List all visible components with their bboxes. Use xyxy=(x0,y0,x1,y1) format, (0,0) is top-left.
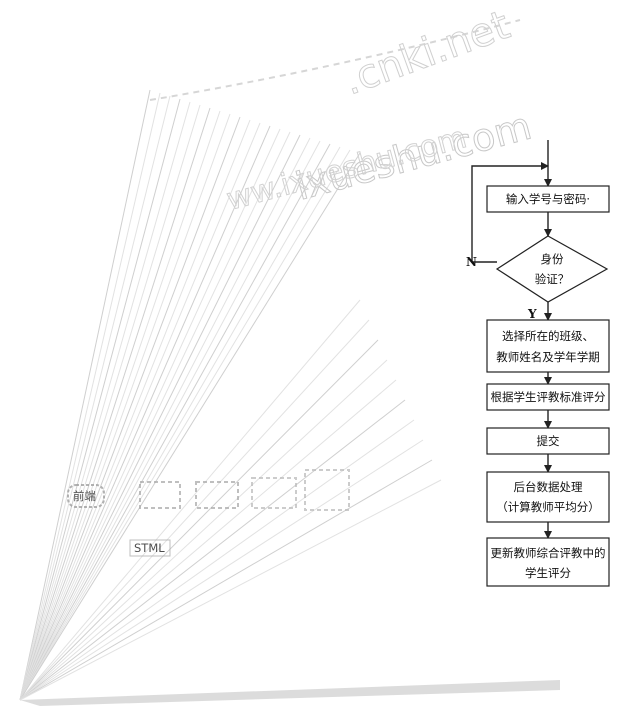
node-process-text-1: 后台数据处理 xyxy=(514,480,583,494)
node-update-text-1: 更新教师综合评教中的 xyxy=(491,546,606,560)
page-fan-line xyxy=(19,110,221,701)
page-fan-line xyxy=(19,122,261,701)
node-process: 后台数据处理 （计算教师平均分） xyxy=(486,471,610,523)
node-input: 输入学号与密码· xyxy=(486,185,610,213)
page-fan-line xyxy=(19,137,311,701)
ghost-box-2 xyxy=(139,481,181,509)
page-fan-line xyxy=(19,140,321,701)
page-fan-line xyxy=(19,439,424,701)
node-verify-text-1: 身份 xyxy=(541,252,564,266)
page-fan-line xyxy=(19,95,171,701)
page-fan-line xyxy=(19,113,231,701)
node-verify: 身份 验证？ xyxy=(495,235,609,303)
edge-no-loop xyxy=(471,162,549,263)
page-fan-line xyxy=(19,101,191,701)
page-fan-line xyxy=(19,125,271,701)
page-fan-line xyxy=(19,107,211,701)
page-fan-line xyxy=(19,134,301,701)
page-fan-line xyxy=(19,89,151,701)
node-verify-text-2: 验证？ xyxy=(535,272,570,286)
page-fan-line xyxy=(19,152,361,701)
node-select-text-2: 教师姓名及学年学期 xyxy=(496,350,600,364)
ghost-label-left: 前端 xyxy=(73,489,96,503)
page-fan-line xyxy=(19,92,161,701)
page-fan-line xyxy=(19,459,433,701)
node-score: 根据学生评教标准评分 xyxy=(486,383,610,411)
node-submit: 提交 xyxy=(486,427,610,455)
node-process-text-2: （计算教师平均分） xyxy=(496,500,600,514)
page-fan-line xyxy=(19,131,291,701)
page-fan-line xyxy=(19,299,361,701)
page-fan-line xyxy=(19,149,351,701)
page-fan-line xyxy=(19,116,241,701)
page-fan-line xyxy=(19,98,181,701)
node-submit-text: 提交 xyxy=(537,434,560,448)
node-select: 选择所在的班级、 教师姓名及学年学期 xyxy=(486,319,610,373)
page-stack-edge xyxy=(20,680,560,706)
node-score-text: 根据学生评教标准评分 xyxy=(491,390,606,404)
ghost-box-4 xyxy=(251,477,297,509)
page-fan-line xyxy=(19,104,201,701)
flowchart-nodes: 输入学号与密码· 身份 验证？ N Y 选择所在的班级、 教师姓名及学年学期 根… xyxy=(466,185,610,587)
page-fan-line xyxy=(19,119,251,701)
page-fan-line xyxy=(19,143,331,701)
page-fan-line xyxy=(19,399,406,701)
ghost-box-5 xyxy=(304,469,350,511)
node-update-text-2: 学生评分 xyxy=(525,566,571,580)
page-fan-line xyxy=(19,128,281,701)
watermark: ixueshu.com ww.ixueshu.com .cnki.net xyxy=(223,2,537,219)
page-fan-line xyxy=(19,339,379,701)
ghost-label-bottom: STML xyxy=(134,541,165,555)
page-fan-line xyxy=(19,359,388,701)
label-yes: Y xyxy=(527,307,537,321)
label-no: N xyxy=(466,255,477,269)
ghost-box-6 xyxy=(129,539,171,557)
flowchart-edges xyxy=(471,140,552,539)
page-fan-line xyxy=(19,479,442,701)
page-fan-line xyxy=(19,146,341,701)
node-input-text: 输入学号与密码· xyxy=(506,192,590,206)
page-fan-background xyxy=(19,19,560,706)
node-update: 更新教师综合评教中的 学生评分 xyxy=(486,537,610,587)
page-curl-arc xyxy=(149,19,521,101)
bleed-through-artifacts: 前端 STML xyxy=(67,469,350,557)
page-fan-line xyxy=(19,419,415,701)
page-fan-line xyxy=(19,379,397,701)
watermark-line-3: .cnki.net xyxy=(338,2,516,104)
node-select-text-1: 选择所在的班级、 xyxy=(502,329,594,343)
ghost-box-3 xyxy=(195,481,239,509)
ghost-box-1 xyxy=(67,484,105,508)
page-fan-line xyxy=(19,319,370,701)
